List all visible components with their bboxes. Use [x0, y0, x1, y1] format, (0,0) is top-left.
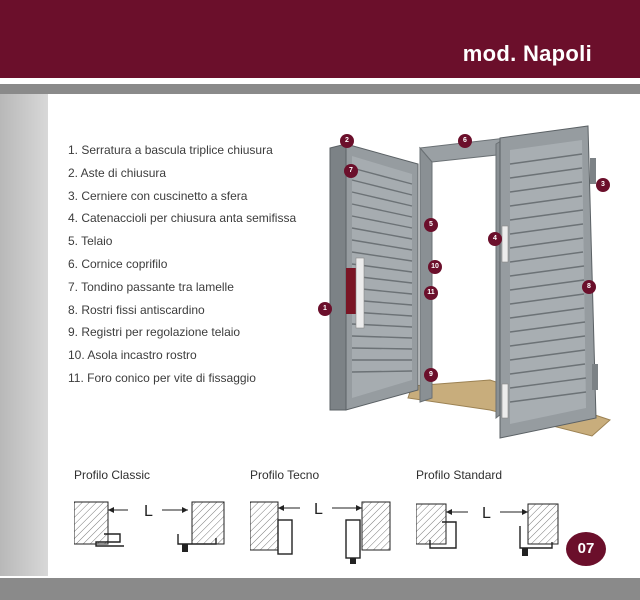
profile-title: Profilo Tecno — [250, 468, 320, 482]
profile-classic-diagram: L — [73, 501, 225, 552]
legend-item: 2. Aste di chiusura — [68, 165, 167, 180]
profile-classic: Profilo Classic L — [73, 468, 234, 567]
legend-item: 10. Asola incastro rostro — [68, 348, 197, 363]
bolt-plate — [501, 225, 509, 263]
legend-item: 4. Catenaccioli per chiusura anta semifi… — [68, 211, 297, 226]
legend-item: 3. Cerniere con cuscinetto a sfera — [68, 188, 248, 203]
legend-item: 5. Telaio — [68, 234, 113, 249]
callout-badge: 11 — [424, 286, 438, 300]
hinge-lower — [592, 364, 598, 390]
legend-item: 11. Foro conico per vite di fissaggio — [68, 370, 256, 385]
callout-badge: 10 — [428, 260, 442, 274]
callout-badge: 6 — [458, 134, 472, 148]
callout-badge: 2 — [340, 134, 354, 148]
callout-badge: 1 — [318, 302, 332, 316]
top-gray-band — [0, 84, 640, 94]
legend-item: 9. Registri per regolazione telaio — [68, 325, 241, 340]
door-illustration — [329, 125, 611, 439]
frame-left-jamb — [419, 146, 433, 403]
dimension-label: L — [314, 501, 323, 518]
profile-standard: Profilo Standard L — [415, 468, 566, 569]
callout-badge: 9 — [424, 368, 438, 382]
callout-badge: 7 — [344, 164, 358, 178]
legend-item: 1. Serratura a bascula triplice chiusura — [68, 143, 273, 157]
profile-tecno-diagram: L — [249, 501, 391, 564]
header-separator — [0, 78, 640, 84]
profile-tecno: Profilo Tecno L — [249, 468, 400, 573]
legend-item: 7. Tondino passante tra lamelle — [68, 279, 234, 294]
hinge — [590, 158, 596, 184]
lock-plate — [355, 257, 365, 329]
profile-title: Profilo Classic — [74, 468, 151, 482]
right-leaf-louvres — [509, 153, 587, 403]
bolt-plate-lower — [501, 383, 509, 419]
header-bar: mod. Napoli — [0, 0, 640, 78]
lock-mechanism — [346, 268, 358, 314]
page-title: mod. Napoli — [462, 41, 592, 66]
callout-badge: 4 — [488, 232, 502, 246]
dimension-label: L — [144, 503, 153, 520]
callout-badge: 8 — [582, 280, 596, 294]
legend-item: 6. Cornice coprifilo — [68, 256, 168, 271]
bottom-gray-band — [0, 578, 640, 600]
callout-badge: 3 — [596, 178, 610, 192]
page-number-badge: 07 — [566, 532, 606, 566]
legend-item: 8. Rostri fissi antiscardino — [68, 302, 205, 317]
callout-badge: 5 — [424, 218, 438, 232]
profile-title: Profilo Standard — [416, 468, 503, 482]
left-side-strip — [0, 94, 48, 576]
profile-standard-diagram: L — [415, 503, 559, 556]
dimension-label: L — [482, 505, 491, 522]
components-legend: 1. Serratura a bascula triplice chiusura… — [68, 142, 296, 393]
left-leaf-edge — [329, 143, 347, 411]
